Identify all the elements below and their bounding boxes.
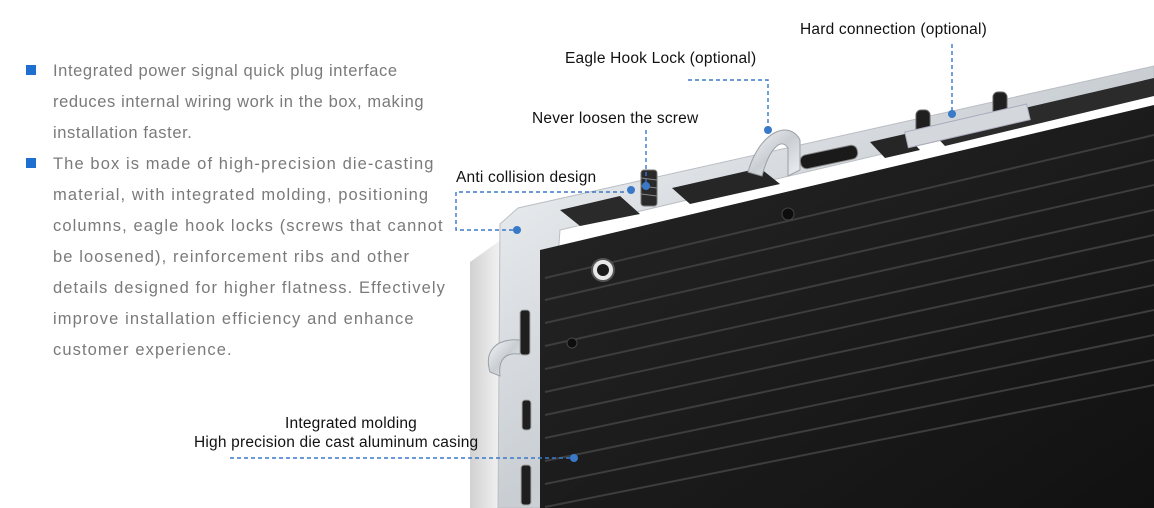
leader-anti-collision <box>455 191 624 231</box>
label-eagle-hook-lock: Eagle Hook Lock (optional) <box>565 50 757 67</box>
label-casing: High precision die cast aluminum casing <box>194 434 479 451</box>
label-integrated-molding: Integrated molding <box>285 415 417 432</box>
feature-item: Integrated power signal quick plug inter… <box>26 56 446 149</box>
feature-list: Integrated power signal quick plug inter… <box>26 56 446 366</box>
eagle-hook-lock <box>747 129 859 177</box>
hard-connection-pins <box>904 91 1031 149</box>
label-anti-collision: Anti collision design <box>456 169 597 186</box>
square-bullet-icon <box>26 158 36 168</box>
feature-text: Integrated power signal quick plug inter… <box>53 62 425 142</box>
silver-frame <box>497 65 1154 508</box>
leader-eagle-hook <box>688 79 769 130</box>
label-hard-connection: Hard connection (optional) <box>800 21 987 38</box>
casing-body <box>540 105 1154 508</box>
feature-text: The box is made of high-precision die-ca… <box>53 155 446 359</box>
label-never-loosen-screw: Never loosen the screw <box>532 110 699 127</box>
reinforcement-ribs <box>544 134 1154 508</box>
side-hook <box>488 339 521 377</box>
square-bullet-icon <box>26 65 36 75</box>
feature-item: The box is made of high-precision die-ca… <box>26 149 446 366</box>
